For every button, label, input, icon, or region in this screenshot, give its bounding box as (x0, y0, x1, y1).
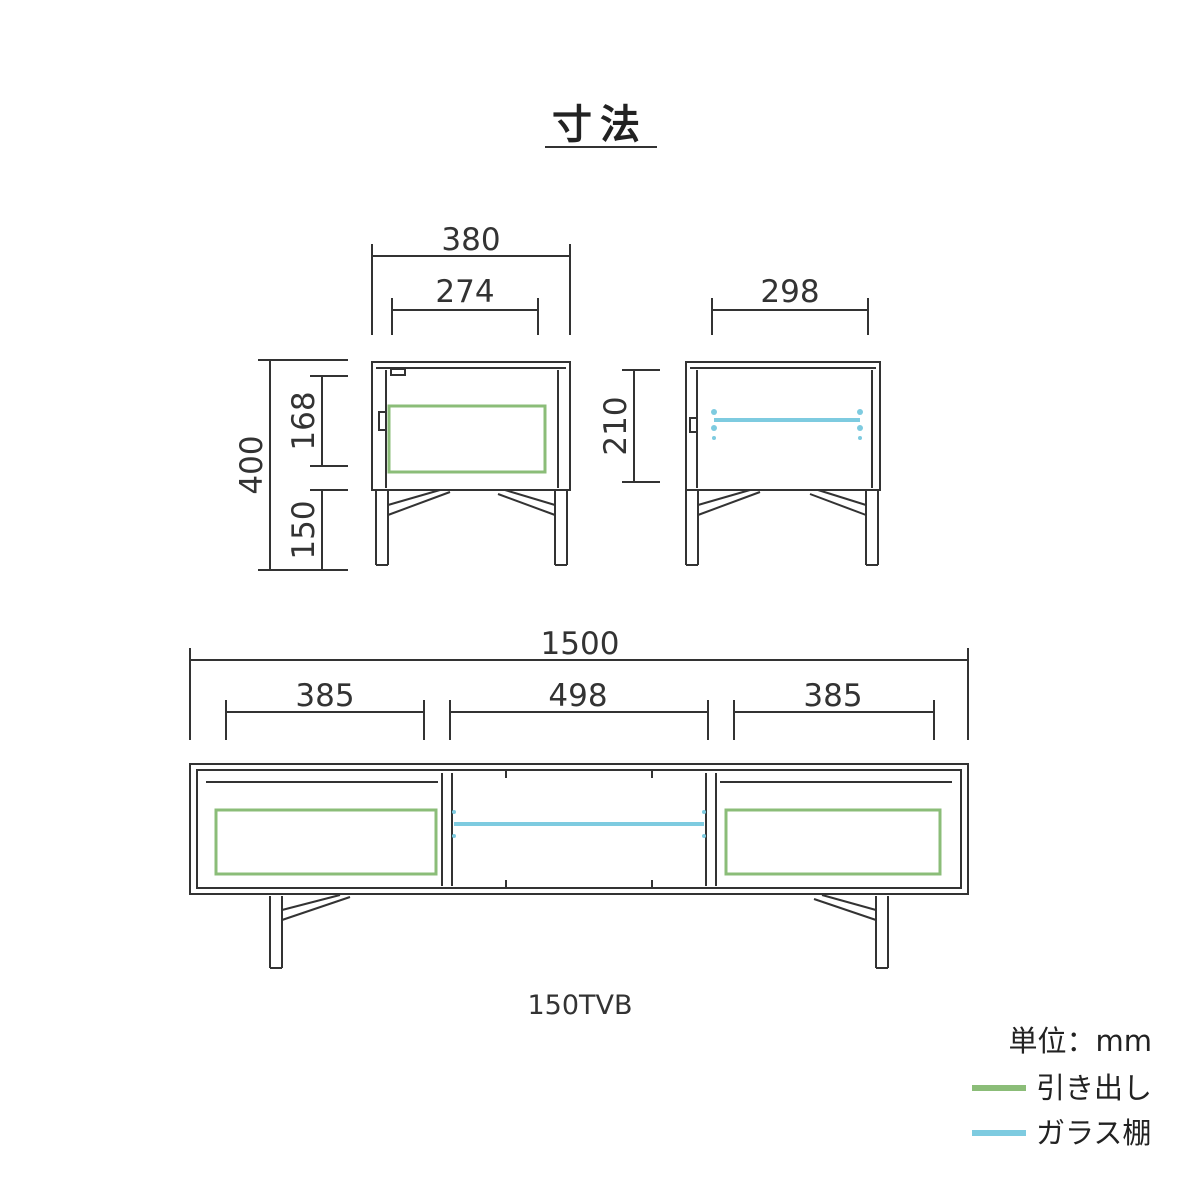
dim-150: 150 (286, 500, 322, 559)
drawer-left (214, 808, 438, 876)
legend-label-glass: ガラス棚 (1036, 1116, 1151, 1150)
dim-400: 400 (234, 435, 270, 494)
dim-498: 498 (548, 678, 607, 714)
glass-shelf-pins (452, 409, 863, 838)
page-title: 寸法 (552, 102, 648, 148)
dim-168: 168 (286, 391, 322, 450)
dim-1500: 1500 (541, 626, 620, 662)
side-view (622, 298, 881, 566)
dim-274: 274 (435, 274, 494, 310)
dim-385-left: 385 (295, 678, 354, 714)
front-view (258, 244, 571, 571)
dim-298: 298 (760, 274, 819, 310)
full-front-view (189, 648, 969, 969)
legend-label-drawer: 引き出し (1036, 1071, 1152, 1105)
dim-385-right: 385 (803, 678, 862, 714)
drawer-outlines (214, 404, 942, 876)
dim-210: 210 (598, 396, 634, 455)
model-name: 150TVB (527, 990, 632, 1021)
dim-380: 380 (441, 222, 500, 258)
drawer-front-view (387, 404, 547, 474)
glass-shelves (454, 418, 860, 826)
unit-label: 単位：mm (1009, 1024, 1153, 1058)
drawer-right (724, 808, 942, 876)
title-underline (545, 146, 657, 148)
